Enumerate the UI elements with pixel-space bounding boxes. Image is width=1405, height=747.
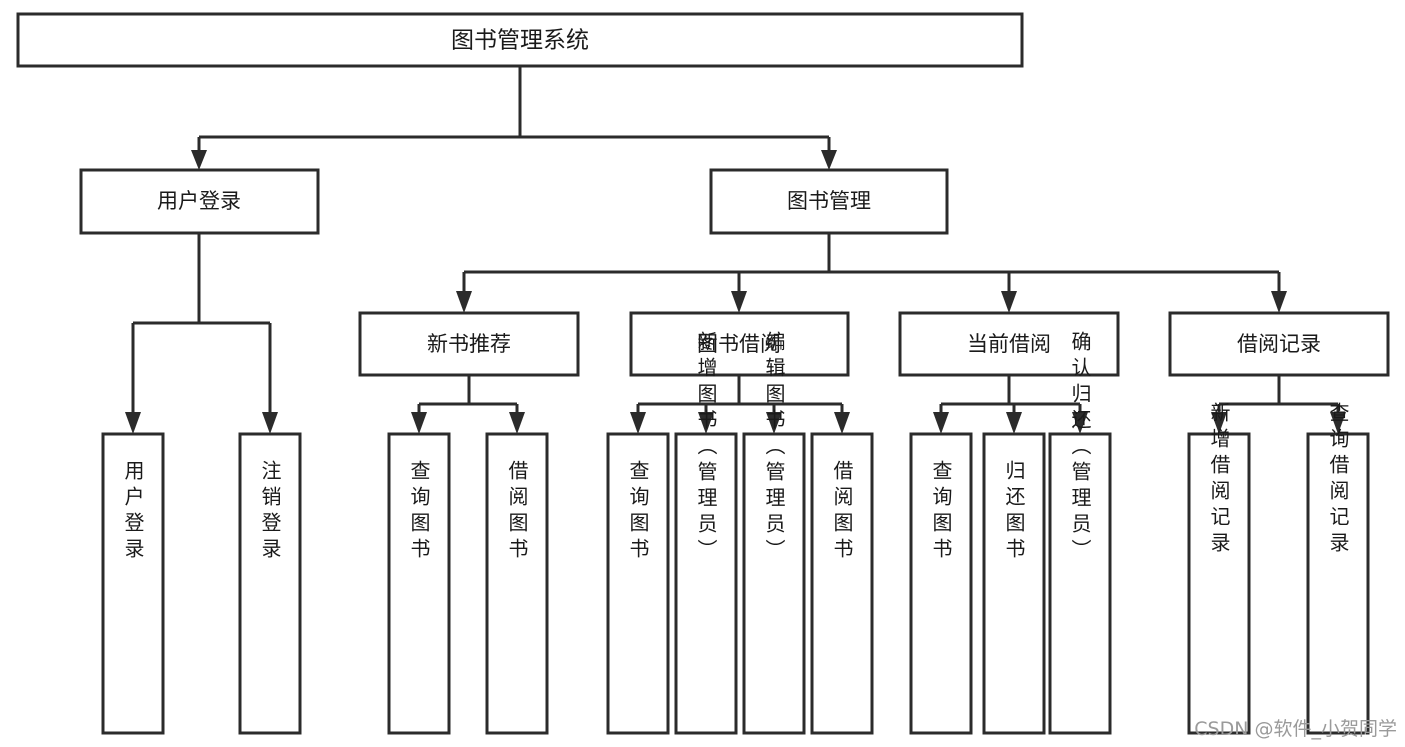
arrow-head-login-leaf2	[262, 412, 278, 434]
leaf-query-book-current[interactable]: 查询图书	[909, 432, 973, 735]
arrow-head-current-l1	[933, 412, 949, 434]
leaf-label: 用户登录	[121, 460, 145, 564]
leaf-box[interactable]	[606, 432, 670, 735]
book-borrow-label: 图书借阅	[697, 332, 781, 356]
arrow-head-to-login	[191, 150, 207, 170]
borrow-record-box[interactable]	[1168, 311, 1390, 377]
arrow-head-current-l3	[1072, 412, 1088, 434]
leaf-return-book[interactable]: 归还图书	[982, 432, 1046, 735]
root-label: 图书管理系统	[451, 28, 589, 54]
leaf-box[interactable]	[485, 432, 549, 735]
node-user-login[interactable]: 用户登录	[79, 168, 320, 235]
leaf-label: 借阅图书	[830, 460, 854, 564]
leaf-label: 查询借阅记录	[1326, 402, 1350, 558]
leaf-box[interactable]	[238, 432, 302, 735]
node-book-management[interactable]: 图书管理	[709, 168, 949, 235]
leaf-user-login[interactable]: 用户登录	[101, 432, 165, 735]
leaf-label: 新增图书（管理员）	[694, 331, 718, 565]
node-current-borrow[interactable]: 当前借阅	[898, 311, 1120, 377]
borrow-record-label: 借阅记录	[1237, 332, 1321, 356]
new-book-recommend-label: 新书推荐	[427, 332, 511, 356]
leaf-label: 查询图书	[929, 460, 953, 564]
current-borrow-box[interactable]	[898, 311, 1120, 377]
leaf-query-book-newbook[interactable]: 查询图书	[387, 432, 451, 735]
leaf-edit-book-admin[interactable]: 编辑图书（管理员）	[742, 331, 806, 735]
leaf-box[interactable]	[1306, 432, 1370, 735]
leaf-add-borrow-record[interactable]: 新增借阅记录	[1187, 402, 1251, 735]
arrow-head-current-l2	[1006, 412, 1022, 434]
connector-layer	[125, 66, 1346, 434]
arrow-head-borrow-l1	[630, 412, 646, 434]
user-login-label: 用户登录	[157, 189, 241, 213]
current-borrow-label: 当前借阅	[967, 332, 1051, 356]
arrow-head-newbook	[456, 291, 472, 313]
leaf-box[interactable]	[1048, 432, 1112, 735]
arrow-head-borrow-l4	[834, 412, 850, 434]
leaf-label: 确认归还（管理员）	[1068, 331, 1092, 565]
arrow-head-to-bookmgmt	[821, 150, 837, 170]
leaf-add-book-admin[interactable]: 新增图书（管理员）	[674, 331, 738, 735]
leaf-borrow-book[interactable]: 借阅图书	[810, 432, 874, 735]
leaf-label: 借阅图书	[505, 460, 529, 564]
leaf-box[interactable]	[674, 432, 738, 735]
leaf-box[interactable]	[982, 432, 1046, 735]
arrow-head-newbook-l2	[509, 412, 525, 434]
arrow-head-login-leaf1	[125, 412, 141, 434]
book-management-box[interactable]	[709, 168, 949, 235]
leaf-label: 查询图书	[407, 460, 431, 564]
node-book-borrow[interactable]: 图书借阅	[629, 311, 850, 377]
arrow-head-current	[1001, 291, 1017, 313]
arrow-head-record-l2	[1330, 412, 1346, 434]
leaf-query-borrow-record[interactable]: 查询借阅记录	[1306, 402, 1370, 735]
leaf-box[interactable]	[1187, 432, 1251, 735]
leaf-box[interactable]	[387, 432, 451, 735]
leaf-borrow-book-newbook[interactable]: 借阅图书	[485, 432, 549, 735]
book-management-label: 图书管理	[787, 189, 871, 213]
node-new-book-recommend[interactable]: 新书推荐	[358, 311, 580, 377]
leaf-label: 查询图书	[626, 460, 650, 564]
leaf-label: 编辑图书（管理员）	[762, 331, 786, 565]
leaf-label: 新增借阅记录	[1207, 402, 1231, 558]
leaf-box[interactable]	[742, 432, 806, 735]
leaf-box[interactable]	[909, 432, 973, 735]
leaf-box[interactable]	[101, 432, 165, 735]
node-borrow-record[interactable]: 借阅记录	[1168, 311, 1390, 377]
arrow-head-record-l1	[1211, 412, 1227, 434]
user-login-box[interactable]	[79, 168, 320, 235]
new-book-recommend-box[interactable]	[358, 311, 580, 377]
leaf-logout[interactable]: 注销登录	[238, 432, 302, 735]
leaf-box[interactable]	[810, 432, 874, 735]
node-root[interactable]: 图书管理系统	[16, 12, 1024, 68]
arrow-head-borrow-l3	[766, 412, 782, 434]
leaf-confirm-return-admin[interactable]: 确认归还（管理员）	[1048, 331, 1112, 735]
arrow-head-record	[1271, 291, 1287, 313]
leaf-query-book-borrow[interactable]: 查询图书	[606, 432, 670, 735]
book-borrow-box[interactable]	[629, 311, 850, 377]
root-box[interactable]	[16, 12, 1024, 68]
arrow-head-borrow	[731, 291, 747, 313]
leaf-label: 注销登录	[258, 460, 282, 564]
leaf-label: 归还图书	[1002, 460, 1026, 564]
arrow-head-newbook-l1	[411, 412, 427, 434]
arrow-head-borrow-l2	[698, 412, 714, 434]
